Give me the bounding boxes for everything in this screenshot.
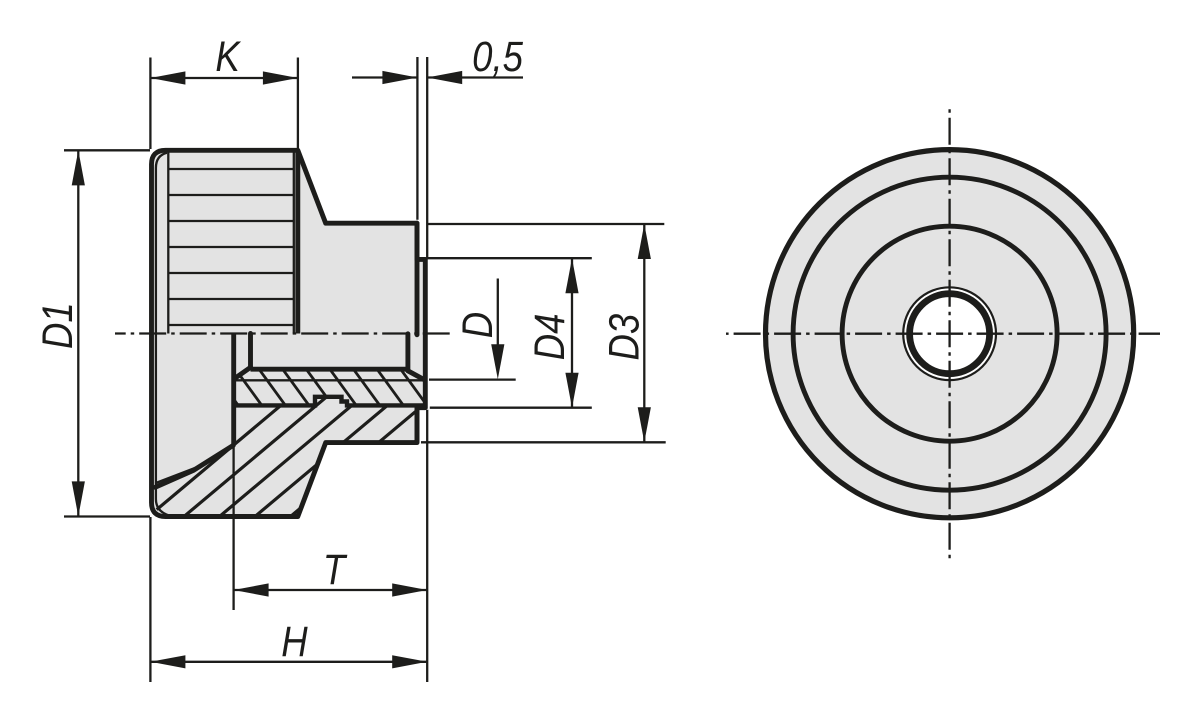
svg-text:D4: D4 — [526, 314, 573, 361]
svg-text:D: D — [454, 312, 501, 338]
svg-text:T: T — [323, 546, 348, 593]
svg-text:H: H — [281, 618, 308, 665]
svg-text:0,5: 0,5 — [472, 33, 524, 80]
svg-text:D1: D1 — [34, 302, 81, 349]
svg-text:D3: D3 — [601, 314, 648, 361]
svg-text:K: K — [215, 33, 242, 80]
